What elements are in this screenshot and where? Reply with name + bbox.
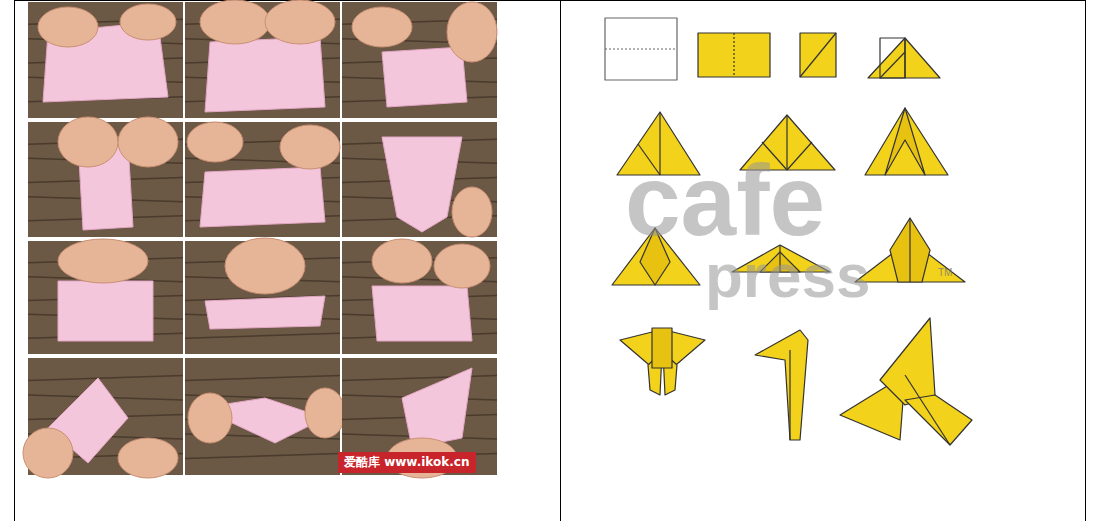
photo xyxy=(342,239,497,354)
wood-grain xyxy=(185,333,340,338)
wood-grain xyxy=(28,376,183,381)
watermark-word: press xyxy=(705,245,870,307)
hand xyxy=(372,239,432,283)
photo xyxy=(185,122,340,237)
hand xyxy=(447,2,497,62)
hand xyxy=(452,187,492,237)
pink-paper xyxy=(382,137,462,232)
wood-table xyxy=(342,122,497,237)
photo xyxy=(342,2,497,118)
hand xyxy=(280,125,340,169)
watermark-banner: 爱酷库 www.ikok.cn xyxy=(338,452,476,473)
pink-paper xyxy=(200,167,325,227)
table-border xyxy=(14,0,1086,521)
pink-paper xyxy=(205,296,325,329)
photo xyxy=(342,122,497,237)
pink-paper xyxy=(372,286,472,341)
trademark-mark: TM xyxy=(938,268,952,278)
wood-grain xyxy=(185,454,340,459)
hand xyxy=(118,438,178,478)
pink-paper xyxy=(402,368,472,448)
hand xyxy=(38,7,98,47)
pink-paper xyxy=(382,47,467,107)
hand xyxy=(120,4,176,40)
photo xyxy=(28,117,183,237)
hand xyxy=(265,0,335,44)
hand xyxy=(434,244,490,288)
hand xyxy=(225,238,305,294)
hand xyxy=(58,239,148,283)
hand xyxy=(58,117,118,167)
wood-table xyxy=(185,122,340,237)
hand xyxy=(188,393,232,443)
photo xyxy=(185,358,345,475)
hand xyxy=(187,122,243,162)
wood-grain xyxy=(342,376,497,381)
pink-paper xyxy=(58,281,153,341)
pink-paper xyxy=(205,37,325,112)
hand xyxy=(200,0,270,44)
photo xyxy=(185,0,340,118)
photo xyxy=(28,239,183,354)
step-diagrams xyxy=(605,18,972,445)
wood-grain xyxy=(185,376,340,381)
photo xyxy=(23,358,183,478)
photo-grid xyxy=(23,0,497,478)
wood-table xyxy=(28,2,183,118)
watermark-word: cafe xyxy=(625,150,825,250)
hand xyxy=(305,388,345,438)
wood-table xyxy=(342,2,497,118)
hand xyxy=(352,7,412,47)
watermark-text: 爱酷库 www.ikok.cn xyxy=(344,454,470,471)
hand xyxy=(118,117,178,167)
photo xyxy=(185,238,340,354)
photo xyxy=(28,2,183,118)
hand xyxy=(23,428,73,478)
